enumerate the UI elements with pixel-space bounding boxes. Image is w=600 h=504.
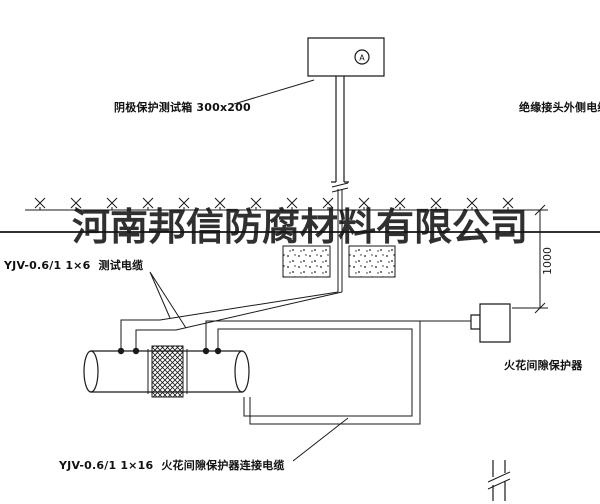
connection-cable-label: YJV-0.6/1 1×16 火花间隙保护器连接电缆 xyxy=(59,459,285,472)
spark-gap-cables xyxy=(206,321,480,424)
insulating-joint xyxy=(148,346,187,397)
insulated-cable-label: 绝缘接头外侧电缆 xyxy=(519,101,600,114)
spark-gap-protector xyxy=(471,304,510,342)
spark-gap-label: 火花间隙保护器 xyxy=(504,359,583,372)
meter-circle xyxy=(355,50,369,64)
concrete-blocks xyxy=(283,246,395,277)
test-cables xyxy=(121,292,342,351)
dimension-text: 1000 xyxy=(541,247,554,275)
test-cable-label: YJV-0.6/1 1×6 测试电缆 xyxy=(4,259,144,272)
conduit xyxy=(331,76,349,292)
meter-letter: A xyxy=(359,54,365,63)
test-box-label: 阴极保护测试箱 300x200 xyxy=(114,101,251,114)
pipe-right-cap xyxy=(235,351,249,392)
ground-line xyxy=(25,197,520,211)
test-box-leader xyxy=(234,80,314,104)
company-watermark: 河南邦信防腐材料有限公司 xyxy=(71,204,528,249)
test-box: A xyxy=(308,38,384,76)
connection-cable-leader xyxy=(293,418,348,461)
leader-lines xyxy=(150,80,348,461)
cable-connection-dots xyxy=(117,347,222,355)
test-cable-leader xyxy=(150,272,186,328)
pipe-break-symbol xyxy=(488,460,510,501)
watermark-strike-line xyxy=(0,231,600,233)
dimension-1000: 1000 xyxy=(512,205,554,313)
pipe-left-cap xyxy=(84,351,98,392)
